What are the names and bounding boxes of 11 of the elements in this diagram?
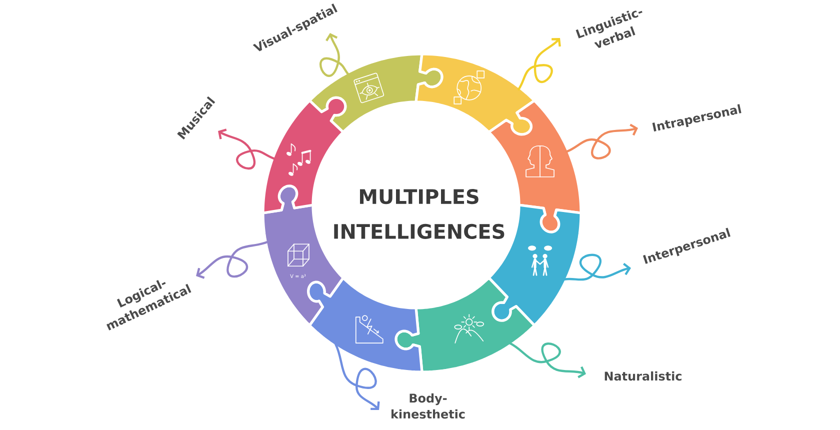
curly-arrow — [563, 254, 631, 281]
curly-arrow — [508, 342, 586, 378]
curly-arrow — [518, 38, 561, 90]
label: Naturalistic — [604, 371, 682, 381]
curly-arrow — [334, 342, 380, 410]
curly-arrow — [218, 128, 276, 170]
curly-arrow — [196, 240, 269, 279]
curly-arrow — [320, 33, 350, 77]
label: Body- kinesthetic — [392, 393, 465, 419]
title: MULTIPLES INTELLIGENCES — [334, 189, 504, 239]
curly-arrow — [565, 124, 638, 160]
